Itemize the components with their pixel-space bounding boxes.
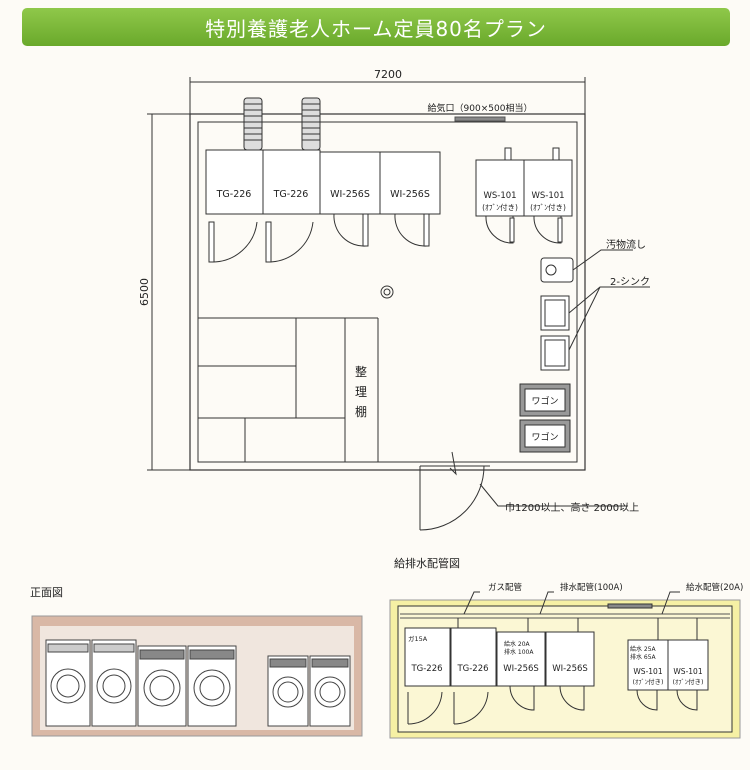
ws-supply-label: 給水 25A (630, 645, 657, 653)
gas-size-label: ガ15A (408, 634, 428, 643)
shelf-label: 棚 (355, 404, 367, 419)
machine-label: TG-226 (273, 189, 309, 200)
piping-ws-model: WS-101 (673, 667, 702, 676)
shelf-label: 整 (355, 364, 367, 379)
air-intake-label: 給気口（900×500相当） (428, 102, 533, 114)
wi-supply-label: 給水 20A (504, 640, 531, 648)
supply-pipe-label: 給水配管(20A) (686, 582, 743, 593)
sink-label: 2-シンク (610, 276, 650, 288)
front-view-diagram (31, 615, 363, 737)
piping-title: 給排水配管図 (394, 556, 460, 570)
machine-label: WI-256S (330, 189, 370, 200)
storage-area (198, 317, 379, 462)
piping-machine-label: WI-256S (552, 664, 588, 674)
width-dimension-label: 7200 (374, 68, 402, 81)
wi-drain-label: 排水 100A (504, 648, 534, 656)
ws-machine-note: (ｵﾌﾞﾝ付き) (482, 202, 518, 212)
shelf-label: 理 (355, 385, 367, 399)
piping-machine-label: TG-226 (456, 664, 488, 674)
piping-ws-model: WS-101 (633, 667, 662, 676)
floor-drain-icon (380, 285, 394, 299)
ws-drain-label: 排水 65A (630, 653, 657, 661)
piping-machine-label: WI-256S (503, 664, 539, 674)
room-outer-wall (189, 113, 586, 471)
machine-row (205, 147, 573, 263)
room-inner-wall (197, 121, 578, 463)
ws-machine-note: (ｵﾌﾞﾝ付き) (530, 202, 566, 212)
air-intake-vent (454, 116, 506, 122)
dirty-sink-label: 汚物流し (606, 238, 646, 251)
page-title: 特別養護老人ホーム定員80名プラン (205, 16, 547, 41)
entrance-door (419, 451, 490, 531)
dirty-sink-leader (572, 249, 633, 271)
ws-machine-model: WS-101 (531, 191, 564, 201)
title-banner: 特別養護老人ホーム定員80名プラン (22, 8, 730, 46)
sink-leader (568, 286, 650, 351)
machine-label: TG-226 (216, 189, 252, 200)
exhaust-ducts (243, 97, 321, 151)
door-note-leader (479, 483, 628, 507)
drain-pipe-label: 排水配管(100A) (560, 582, 623, 593)
ws-machine-model: WS-101 (483, 191, 516, 201)
wagon-label: ワゴン (531, 395, 558, 407)
sink-2 (540, 335, 570, 371)
piping-ws-note: (ｵﾌﾞﾝ付き) (632, 677, 663, 686)
piping-machine-label: TG-226 (410, 664, 442, 674)
piping-ws-note: (ｵﾌﾞﾝ付き) (672, 677, 703, 686)
front-view-label: 正面図 (30, 586, 63, 599)
door-note: 巾1200以上、高さ 2000以上 (505, 501, 639, 514)
gas-pipe-label: ガス配管 (488, 582, 522, 593)
height-dimension-label: 6500 (138, 278, 151, 306)
wagon-label: ワゴン (531, 431, 558, 443)
sink-1 (540, 295, 570, 331)
piping-diagram (389, 591, 741, 739)
machine-label: WI-256S (390, 189, 430, 200)
floor-plan (147, 77, 650, 531)
